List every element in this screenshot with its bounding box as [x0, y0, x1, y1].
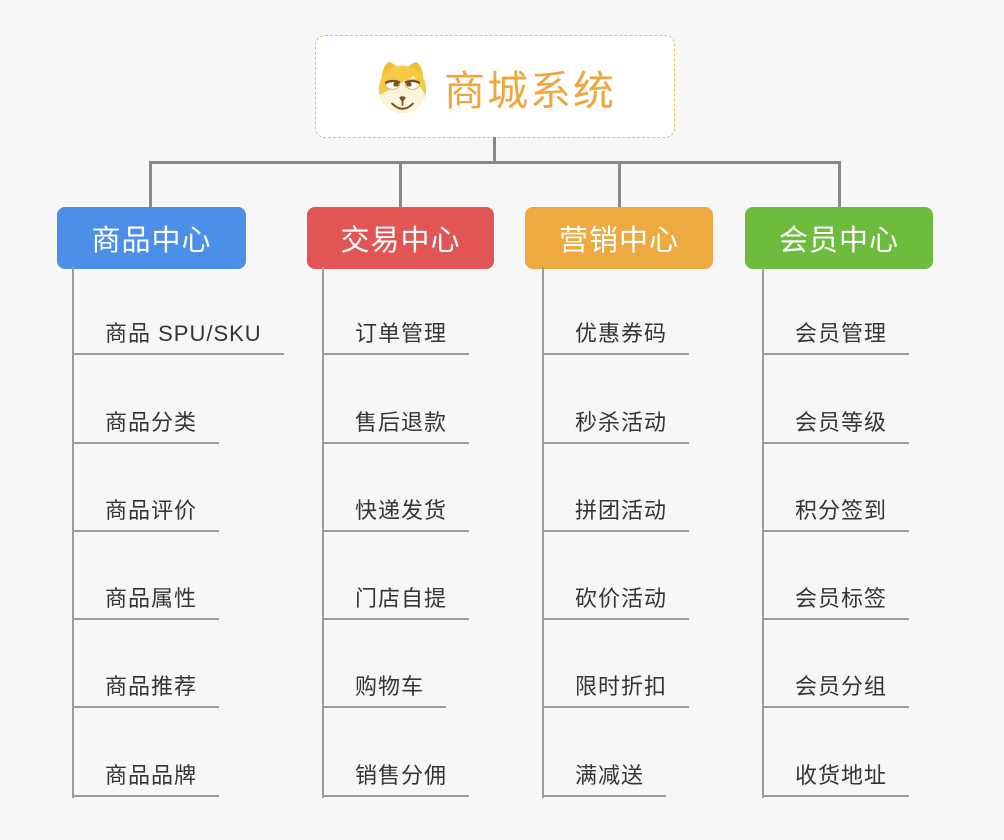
- subtopic[interactable]: 销售分佣: [322, 758, 470, 797]
- branch-topic-trade-center[interactable]: 交易中心: [307, 207, 494, 269]
- subtopic[interactable]: 优惠券码: [542, 316, 690, 356]
- root-topic-label: 商城系统: [444, 67, 616, 114]
- connector-drop: [399, 161, 402, 208]
- connector-vline: [762, 267, 764, 798]
- connector-root-stem: [493, 137, 496, 164]
- subtopic[interactable]: 商品品牌: [72, 758, 220, 797]
- branch-column-member: 会员管理 会员等级 积分签到 会员标签 会员分组 收货地址: [762, 267, 1004, 801]
- branch-topic-marketing-center[interactable]: 营销中心: [525, 207, 713, 269]
- subtopic[interactable]: 商品 SPU/SKU: [72, 316, 284, 356]
- connector-drop: [618, 161, 621, 208]
- subtopic[interactable]: 拼团活动: [542, 493, 690, 532]
- subtopic[interactable]: 商品评价: [72, 493, 220, 532]
- connector-vline: [542, 267, 544, 798]
- subtopic[interactable]: 会员管理: [762, 316, 910, 356]
- branch-column-product: 商品 SPU/SKU 商品分类 商品评价 商品属性 商品推荐 商品品牌: [72, 267, 322, 801]
- subtopic[interactable]: 商品推荐: [72, 669, 220, 709]
- connector-vline: [322, 267, 324, 798]
- branch-topic-member-center[interactable]: 会员中心: [745, 207, 933, 269]
- subtopic[interactable]: 砍价活动: [542, 581, 690, 621]
- subtopic[interactable]: 订单管理: [322, 316, 470, 356]
- subtopic[interactable]: 会员等级: [762, 405, 910, 444]
- branch-column-trade: 订单管理 售后退款 快递发货 门店自提 购物车 销售分佣: [322, 267, 572, 801]
- subtopic[interactable]: 会员分组: [762, 669, 910, 709]
- root-topic[interactable]: 商城系统: [315, 35, 675, 138]
- branch-column-marketing: 优惠券码 秒杀活动 拼团活动 砍价活动 限时折扣 满减送: [542, 267, 792, 801]
- subtopic[interactable]: 售后退款: [322, 405, 470, 444]
- subtopic[interactable]: 快递发货: [322, 493, 470, 532]
- subtopic[interactable]: 积分签到: [762, 493, 910, 532]
- subtopic[interactable]: 购物车: [322, 669, 447, 709]
- subtopic[interactable]: 商品分类: [72, 405, 220, 444]
- subtopic[interactable]: 门店自提: [322, 581, 470, 621]
- connector-bus: [149, 161, 841, 164]
- subtopic[interactable]: 收货地址: [762, 758, 910, 797]
- subtopic[interactable]: 限时折扣: [542, 669, 690, 709]
- connector-vline: [72, 267, 74, 798]
- subtopic[interactable]: 秒杀活动: [542, 405, 690, 444]
- subtopic[interactable]: 商品属性: [72, 581, 220, 621]
- subtopic[interactable]: 满减送: [542, 758, 667, 797]
- connector-drop: [149, 161, 152, 208]
- connector-drop: [838, 161, 841, 208]
- branch-topic-product-center[interactable]: 商品中心: [57, 207, 246, 269]
- subtopic[interactable]: 会员标签: [762, 581, 910, 621]
- doge-icon: [378, 61, 427, 114]
